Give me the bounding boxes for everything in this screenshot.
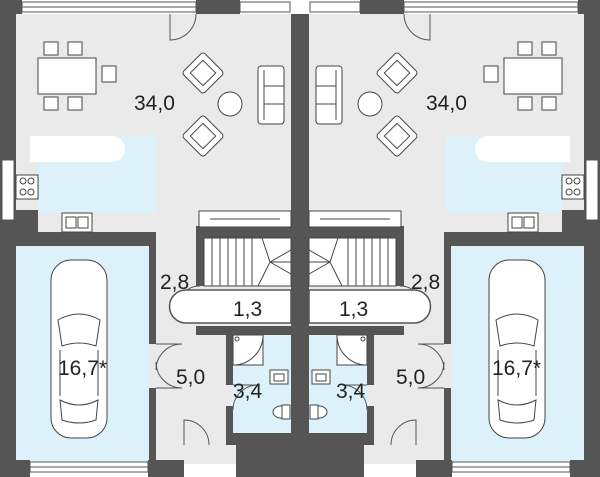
left-dining-set [37,41,117,111]
counter-nubs [30,136,570,162]
left-closet-area-label: 1,3 [233,298,262,321]
right-entry-area-label: 5,0 [396,366,425,389]
right-closet-area-label: 1,3 [339,298,368,321]
right-dining-set [483,41,563,111]
right-car [488,259,546,439]
left-bath-area-label: 3,4 [233,380,263,403]
left-staircase [203,237,292,287]
right-hall-area-label: 2,8 [411,271,440,294]
left-hall-area-label: 2,8 [160,271,189,294]
left-bath-fixtures [232,334,291,420]
right-bath-area-label: 3,4 [336,380,366,403]
left-kitchen-nub [30,136,125,162]
right-bath-fixtures [309,334,368,420]
right-garage-area-label: 16,7* [492,357,541,380]
left-garage-area-label: 16,7* [58,357,107,380]
left-car [50,259,108,439]
right-staircase [308,237,397,287]
kitchen-fixtures [15,174,585,233]
stair-landing-counters [198,210,402,228]
right-living-furniture [315,52,418,157]
left-living-area-label: 34,0 [134,92,175,115]
right-kitchen-nub [475,136,570,162]
left-entry-area-label: 5,0 [176,366,205,389]
right-living-area-label: 34,0 [426,92,467,115]
closet-fronts [168,289,432,324]
left-living-furniture [182,52,285,157]
